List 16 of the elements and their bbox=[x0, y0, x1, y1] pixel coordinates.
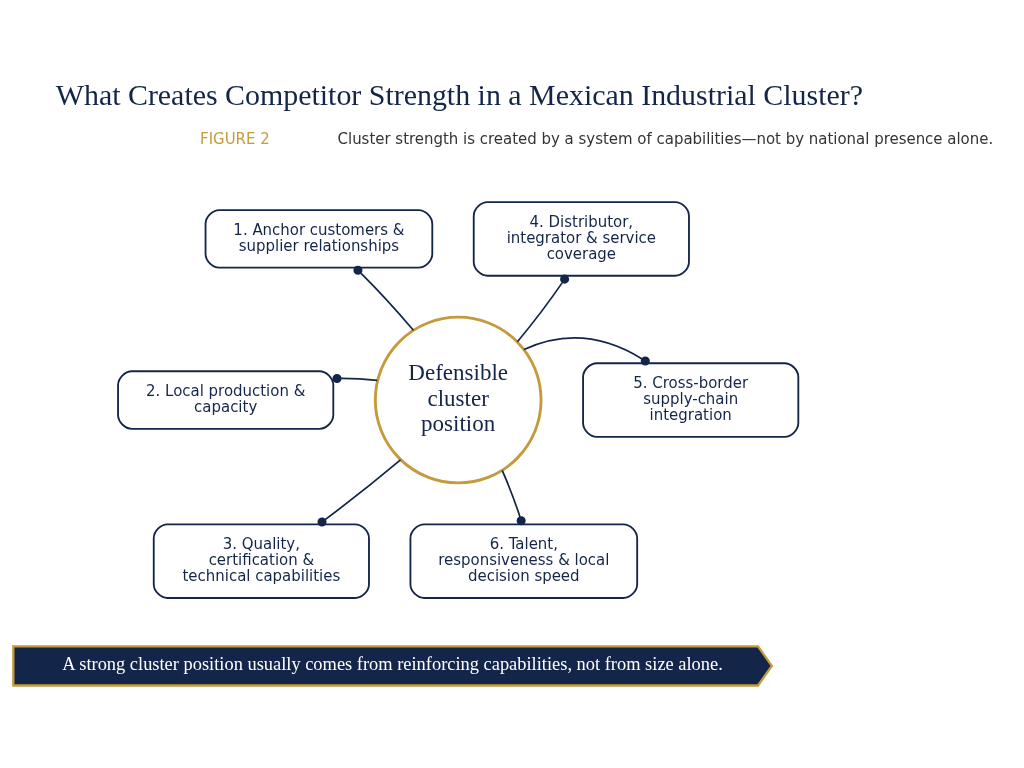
label: Cluster strength is created by a system of capabilities—not by national presence alone. bbox=[337, 129, 994, 148]
connector bbox=[523, 336, 650, 366]
connector bbox=[353, 265, 415, 331]
connector bbox=[501, 469, 526, 525]
node-box: 6. Talent, responsiveness & local decision speed bbox=[409, 522, 639, 599]
node-box: 2. Local production & capacity bbox=[117, 369, 335, 430]
node-box: 5. Cross-border supply-chain integration bbox=[582, 361, 800, 438]
connector bbox=[317, 458, 402, 526]
connector bbox=[516, 274, 570, 343]
node-box: 1. Anchor customers & supplier relationships bbox=[204, 208, 434, 269]
node-box: 3. Quality, certification & technical capabilities bbox=[152, 522, 370, 599]
label: FIGURE 2 bbox=[200, 129, 270, 148]
node-circle: Defensible cluster position bbox=[373, 315, 543, 484]
node-box: 4. Distributor, integrator & service coverage bbox=[472, 200, 690, 277]
diagram-title: What Creates Competitor Strength in a Mexican Industrial Cluster? bbox=[55, 77, 863, 111]
connector bbox=[332, 373, 379, 383]
